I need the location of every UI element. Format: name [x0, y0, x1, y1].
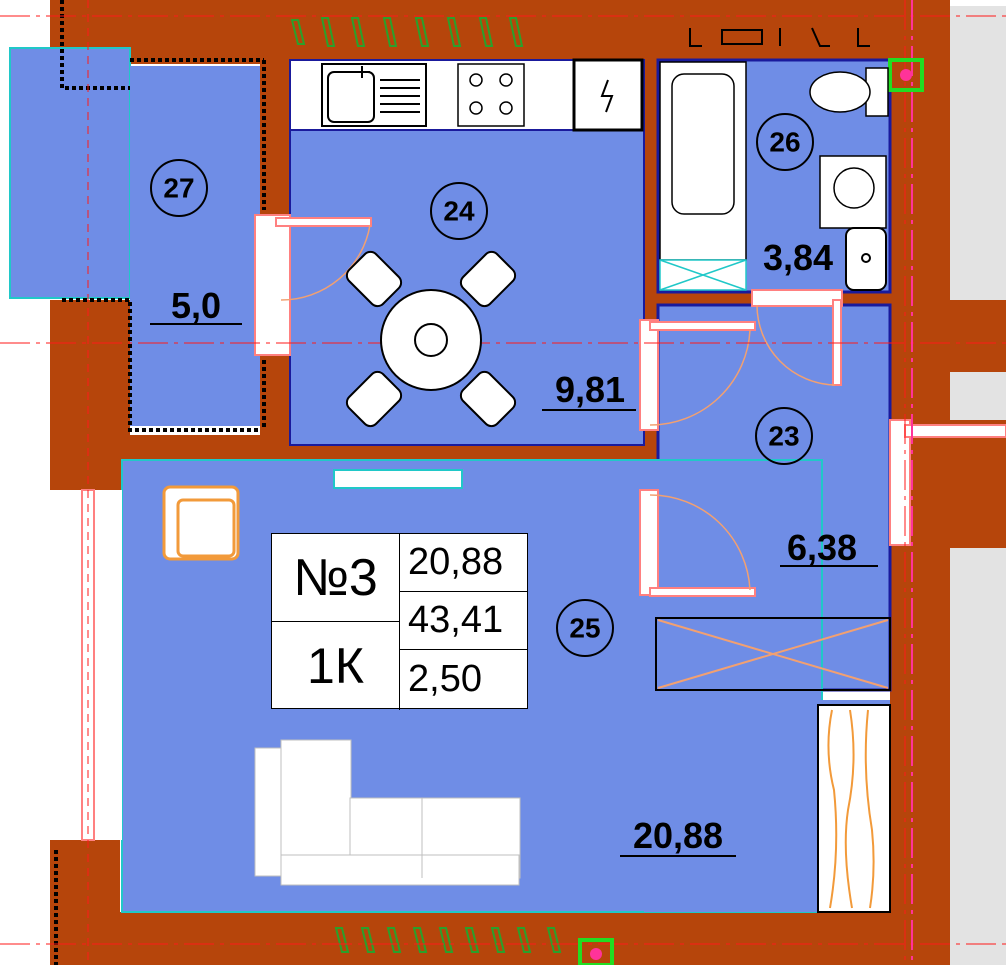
- room-area-25: 20,88: [633, 815, 723, 856]
- total-area-value: 43,41: [400, 592, 528, 650]
- room-number-27: 27: [150, 159, 208, 217]
- room-area-24: 9,81: [555, 369, 625, 410]
- room-27-floor-inner: [130, 66, 260, 426]
- sofa-icon: [254, 739, 521, 886]
- room-area-23: 6,38: [787, 527, 857, 568]
- room-number-23-text: 23: [768, 421, 799, 452]
- sink-icon: [321, 63, 427, 127]
- stove-icon: [457, 63, 525, 127]
- washbasin-icon: [845, 227, 887, 291]
- room-number-25: 25: [556, 599, 614, 657]
- toilet-icon: [809, 67, 889, 117]
- room-number-26: 26: [756, 113, 814, 171]
- apartment-number: №3: [272, 534, 400, 622]
- wood-panel-icon: [817, 704, 891, 913]
- wardrobe-icon: [655, 617, 891, 691]
- vent-shaft-top: [888, 58, 924, 92]
- vent-dot-top: [900, 69, 912, 81]
- apartment-info-table: №3 1К 20,88 43,41 2,50: [271, 533, 528, 710]
- vent-shaft-bottom: [578, 938, 614, 965]
- ceiling-height-value: 2,50: [408, 657, 482, 700]
- living-area-value: 20,88: [400, 534, 528, 592]
- boiler-icon: [572, 58, 644, 132]
- masonry-hatch: [54, 0, 266, 965]
- armchair-icon: [162, 485, 240, 561]
- radiator-icon: [333, 469, 463, 489]
- dining-table-icon: [345, 250, 517, 428]
- room-number-24-text: 24: [443, 196, 475, 227]
- room-number-27-text: 27: [163, 173, 194, 204]
- vent-dot-bottom: [590, 948, 602, 960]
- bathtub-icon: [659, 61, 747, 291]
- washing-machine-icon: [819, 155, 887, 229]
- room-27-floor: [9, 47, 131, 299]
- room-number-25-text: 25: [569, 613, 600, 644]
- room-area-27: 5,0: [171, 285, 221, 326]
- apartment-type: 1К: [272, 622, 400, 710]
- room-number-23: 23: [755, 407, 813, 465]
- vent-marks: [689, 27, 870, 47]
- window-marks-top: [290, 17, 524, 47]
- room-number-26-text: 26: [769, 127, 800, 158]
- room-number-24: 24: [430, 182, 488, 240]
- room-area-26: 3,84: [763, 237, 833, 278]
